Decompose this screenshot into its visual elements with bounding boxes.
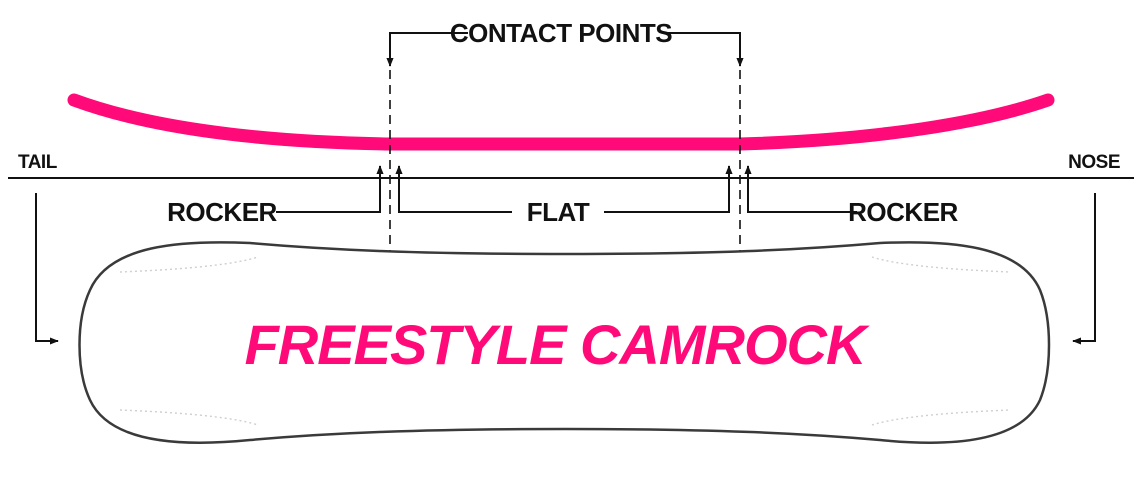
board-title: FREESTYLE CAMROCK: [245, 313, 870, 376]
board-edge-details: [119, 256, 1011, 426]
rocker-left-label: ROCKER: [167, 197, 277, 227]
nose-arrow: [1072, 193, 1096, 345]
tail-label: TAIL: [18, 152, 58, 173]
tail-arrow: [35, 193, 59, 345]
contact-points-label: CONTACT POINTS: [450, 18, 672, 48]
rocker-left-leader: [276, 165, 384, 213]
flat-label: FLAT: [527, 197, 590, 227]
snowboard-outline: [78, 241, 1051, 444]
flat-right-leader: [604, 165, 733, 213]
contact-points-bracket: [386, 32, 744, 67]
rocker-right-leader: [744, 165, 857, 213]
rocker-right-label: ROCKER: [848, 197, 958, 227]
board-profile-line: [67, 93, 1055, 151]
flat-left-leader: [395, 165, 512, 213]
nose-label: NOSE: [1068, 152, 1120, 173]
